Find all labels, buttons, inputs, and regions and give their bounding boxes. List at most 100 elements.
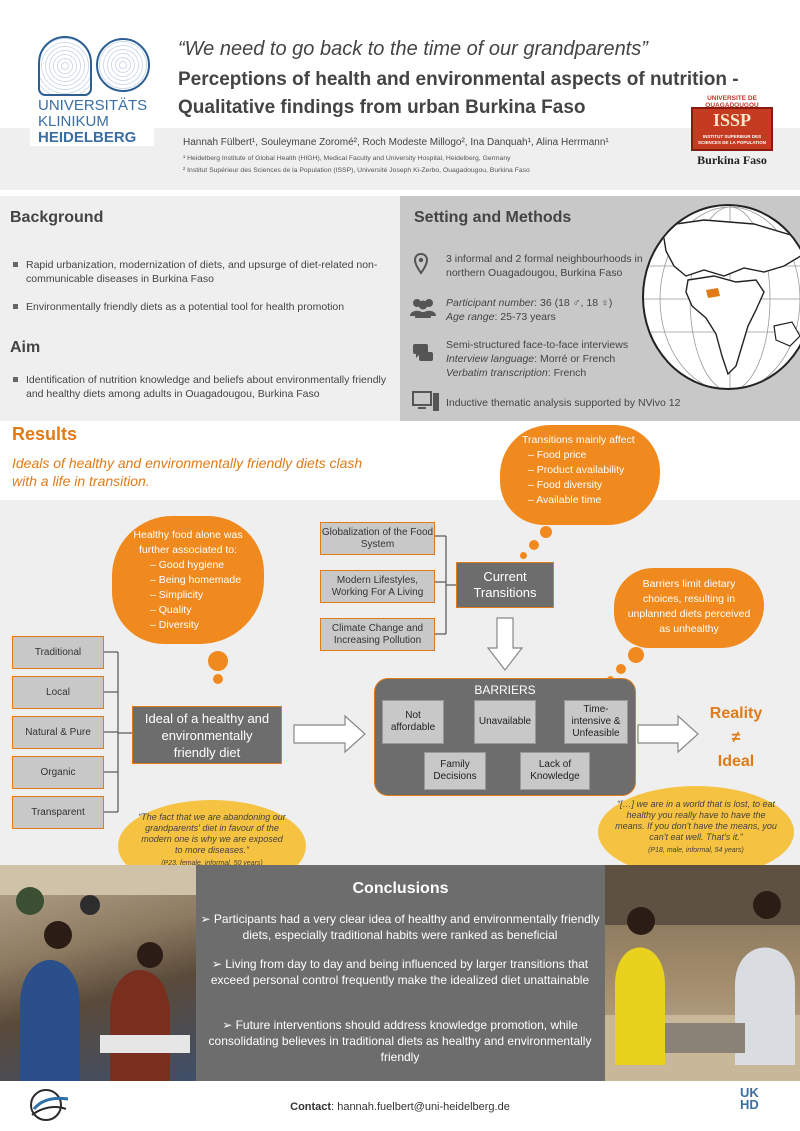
poster-title: Perceptions of health and environmental …: [178, 69, 739, 118]
burkina-faso-highlight: [706, 288, 720, 298]
conclusion-item: ➢ Living from day to day and being influ…: [210, 957, 590, 987]
issp-arc-text: UNIVERSITE DE OUAGADOUGOU: [705, 95, 759, 109]
issp-subtitle: INSTITUT SUPERIEUR DES SCIENCES DE LA PO…: [693, 134, 771, 146]
photo-scene-left: [0, 865, 196, 1081]
barriers-cloud: Barriers limit dietary choices, resultin…: [614, 568, 764, 648]
barrier-unavailable: Unavailable: [474, 700, 536, 744]
attribute-natural-pure: Natural & Pure: [12, 716, 104, 749]
cloud-bubble: [208, 651, 228, 671]
setting-analysis: Inductive thematic analysis supported by…: [446, 397, 681, 409]
setting-participants: Participant number: 36 (18 ♂, 18 ♀) Age …: [446, 296, 636, 324]
healthy-item: Being homemade: [150, 573, 254, 588]
computer-icon: [412, 391, 439, 411]
attribute-organic: Organic: [12, 756, 104, 789]
issp-country: Burkina Faso: [697, 153, 767, 167]
conclusion-item: ➢ Future interventions should address kn…: [208, 1018, 592, 1064]
university-seal-icon: [38, 36, 92, 96]
heidelberg-logo: UNIVERSITÄTS KLINIKUM HEIDELBERG: [30, 30, 154, 146]
transitions-item: Food diversity: [528, 478, 650, 493]
background-item: Rapid urbanization, modernization of die…: [10, 258, 390, 286]
quote-left-source: (P23, female, informal, 50 years): [161, 860, 263, 867]
healthy-cloud-title: Healthy food alone was further associate…: [133, 529, 243, 556]
conclusions-panel: [196, 865, 605, 1081]
ideal-diet-box: Ideal of a healthy and environmentally f…: [132, 706, 282, 764]
attribute-local: Local: [12, 676, 104, 709]
transitions-list: Food price Product availability Food div…: [522, 448, 650, 508]
contact-label: Contact: [290, 1101, 332, 1113]
cloud-bubble: [529, 540, 539, 550]
quote-left-text: “The fact that we are abandoning our gra…: [138, 812, 286, 855]
conclusion-item: ➢ Participants had a very clear idea of …: [200, 912, 600, 942]
participants-icon: [410, 299, 436, 318]
driver-modern-lifestyles: Modern Lifestyles, Working For A Living: [320, 570, 435, 603]
results-connectors: [104, 535, 699, 813]
aim-heading: Aim: [10, 339, 41, 356]
uni-line-2: KLINIKUM: [38, 113, 109, 130]
current-transitions-box: Current Transitions: [456, 562, 554, 608]
cloud-bubble: [213, 674, 223, 684]
healthy-food-cloud: Healthy food alone was further associate…: [112, 516, 264, 644]
driver-globalization: Globalization of the Food System: [320, 522, 435, 555]
age-value: : 25-73 years: [494, 311, 556, 323]
background-heading: Background: [10, 209, 104, 226]
aim-item: Identification of nutrition knowledge an…: [10, 373, 390, 401]
arrow-right-icon: [637, 714, 699, 754]
affiliation-1: ¹ Heidelberg Institute of Global Health …: [183, 155, 511, 162]
results-subheading: Ideals of healthy and environmentally fr…: [12, 455, 363, 489]
ideal-text: Ideal: [717, 753, 755, 770]
aim-list: Identification of nutrition knowledge an…: [10, 373, 390, 415]
setting-interviews: Semi-structured face-to-face interviews …: [446, 338, 646, 380]
uni-line-1: UNIVERSITÄTS: [38, 97, 148, 114]
setting-heading: Setting and Methods: [414, 209, 572, 226]
attribute-traditional: Traditional: [12, 636, 104, 669]
photo-women-interview: [0, 865, 196, 1081]
language-label: Interview language: [446, 353, 535, 365]
quote-right-source: (P18, male, informal, 54 years): [648, 847, 744, 854]
transitions-item: Available time: [528, 493, 650, 508]
contact-line: Contact: hannah.fuelbert@uni-heidelberg.…: [0, 1101, 800, 1113]
healthy-item: Simplicity: [150, 588, 254, 603]
issp-sub-1: INSTITUT SUPERIEUR DES: [702, 134, 762, 139]
conclusions-heading: Conclusions: [352, 880, 449, 897]
photo-man-woman-interview: [605, 865, 800, 1081]
globe-logo-icon: [30, 1089, 69, 1121]
barrier-lack-of-knowledge: Lack of Knowledge: [520, 752, 590, 790]
attribute-transparent: Transparent: [12, 796, 104, 829]
transcription-label: Verbatim transcription: [446, 367, 548, 379]
title-quote: “We need to go back to the time of our g…: [178, 38, 648, 60]
barriers-heading: BARRIERS: [474, 683, 536, 697]
not-equal-sign: ≠: [731, 729, 741, 746]
participant-value: : 36 (18 ♂, 18 ♀): [534, 297, 613, 309]
transcription-value: : French: [547, 367, 587, 379]
ukhd-logo-line-2: HD: [740, 1097, 759, 1112]
contact-email[interactable]: : hannah.fuelbert@uni-heidelberg.de: [331, 1101, 510, 1113]
healthy-list: Good hygiene Being homemade Simplicity Q…: [122, 558, 254, 633]
background-item: Environmentally friendly diets as a pote…: [10, 300, 390, 314]
interviews-text: Semi-structured face-to-face interviews: [446, 339, 629, 351]
language-value: : Morré or French: [534, 353, 616, 365]
issp-name: ISSP: [712, 110, 752, 130]
quote-right-text: “[…] we are in a world that is lost, to …: [615, 799, 777, 842]
ukhd-logo-line-1: UK: [740, 1085, 759, 1100]
arrow-right-icon: [293, 714, 366, 754]
transitions-item: Product availability: [528, 463, 650, 478]
location-pin-icon: [414, 253, 428, 275]
reality-vs-ideal: Reality ≠ Ideal: [696, 702, 776, 774]
cloud-bubble: [616, 664, 626, 674]
healthy-item: Good hygiene: [150, 558, 254, 573]
arrow-down-icon: [486, 617, 524, 671]
photo-scene-right: [605, 865, 800, 1081]
issp-sub-2: SCIENCES DE LA POPULATION: [697, 140, 766, 145]
barrier-family-decisions: Family Decisions: [424, 752, 486, 790]
affiliation-2: ² Institut Supérieur des Sciences de la …: [183, 167, 530, 174]
results-heading: Results: [12, 424, 78, 444]
transitions-cloud-title: Transitions mainly affect: [522, 434, 635, 446]
cloud-bubble: [540, 526, 552, 538]
participant-label: Participant number: [446, 297, 535, 309]
ukhd-logo: UK HD: [740, 1085, 759, 1112]
globe-image: [642, 204, 800, 390]
barrier-time-intensive: Time-intensive & Unfeasible: [564, 700, 628, 744]
authors: Hannah Fülbert¹, Souleymane Zoromé², Roc…: [183, 137, 609, 148]
healthy-item: Quality: [150, 603, 254, 618]
barrier-not-affordable: Not affordable: [382, 700, 444, 744]
